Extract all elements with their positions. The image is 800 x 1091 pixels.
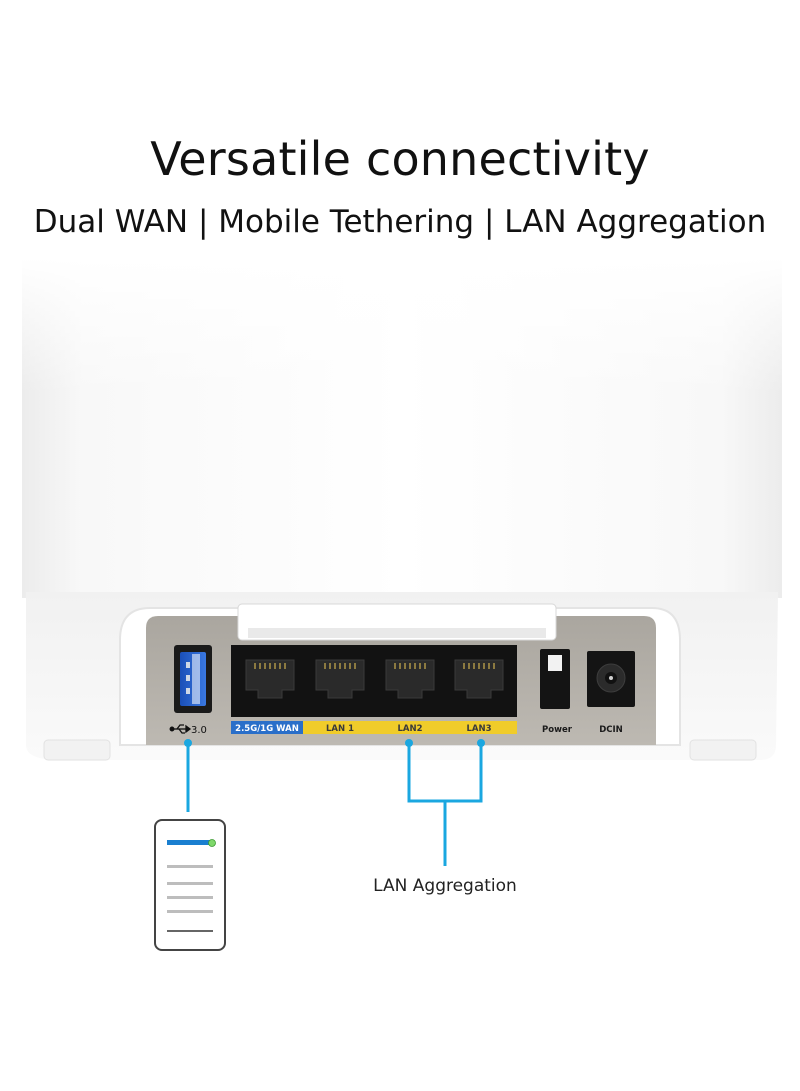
headline: Versatile connectivity: [150, 132, 650, 186]
subheadline: Dual WAN | Mobile Tethering | LAN Aggreg…: [33, 204, 767, 240]
lan2-port: [385, 659, 435, 699]
lan1-port-label: LAN 1: [326, 724, 354, 734]
usb-version-label: 3.0: [191, 725, 207, 736]
lan3-port: [454, 659, 504, 699]
lan1-port: [315, 659, 365, 699]
lan-label-strip: [303, 721, 517, 734]
power-switch: [540, 649, 570, 709]
lan-aggregation-label: LAN Aggregation: [373, 876, 517, 896]
wan-port-label: 2.5G/1G WAN: [235, 724, 299, 734]
lan-aggregation-bracket: [407, 745, 483, 866]
wan-label-strip: [231, 721, 303, 734]
lan2-port-label: LAN2: [397, 724, 422, 734]
smartphone-icon: [154, 819, 226, 951]
lan3-port-label: LAN3: [466, 724, 491, 734]
power-label: Power: [542, 725, 573, 735]
dcin-label: DCIN: [599, 725, 623, 735]
usb-callout-dot: [184, 739, 192, 747]
wan-port: [245, 659, 295, 699]
lan2-callout-dot: [405, 739, 413, 747]
usb-icon: [169, 724, 192, 734]
dc-in-port: [587, 651, 635, 707]
usb-port: [174, 645, 212, 713]
ethernet-port-block: [231, 645, 517, 717]
lan3-callout-dot: [477, 739, 485, 747]
